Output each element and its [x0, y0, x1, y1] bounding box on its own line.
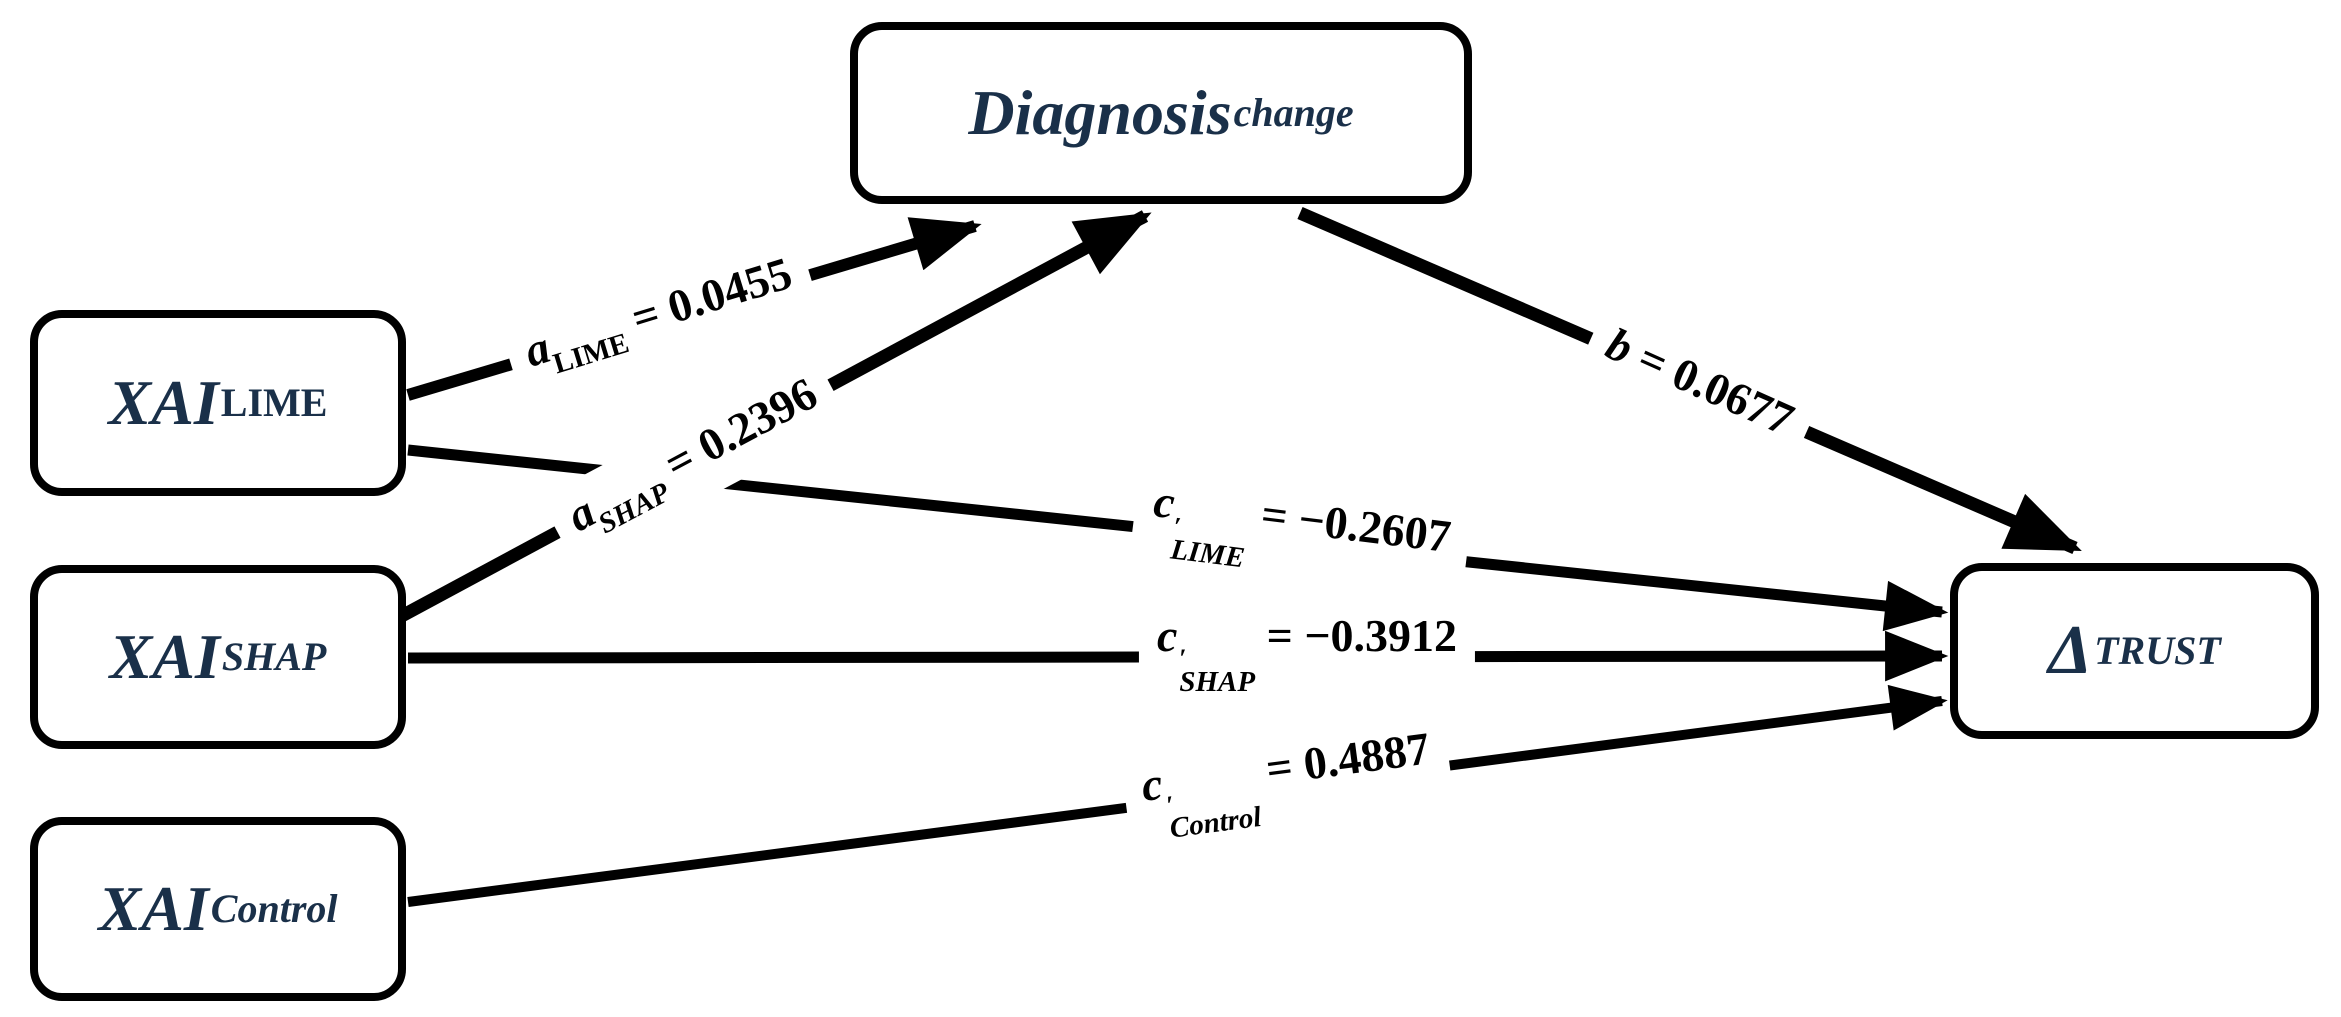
coefficient-value: −0.2607: [1295, 492, 1454, 563]
node-label-subscript: LIME: [220, 380, 328, 425]
node-label-subscript: SHAP: [221, 634, 327, 679]
prime-subscript-stack: ′LIME: [1168, 512, 1249, 575]
prime-mark: ′: [1179, 644, 1187, 673]
node-label: XAI: [98, 873, 209, 944]
coefficient-symbol: c: [1156, 610, 1178, 661]
coefficient-value: −0.3912: [1304, 610, 1458, 661]
coefficient-value: 0.4887: [1300, 722, 1433, 790]
equals-sign: =: [1266, 610, 1293, 661]
path-label-c-prime-shap: c′SHAP = −0.3912: [1138, 603, 1476, 707]
coefficient-symbol: c: [1138, 757, 1166, 811]
node-label: XAI: [108, 367, 219, 438]
node-label-subscript: TRUST: [2094, 628, 2221, 673]
node-label-subscript: change: [1233, 90, 1354, 135]
equals-sign: =: [1630, 331, 1676, 390]
equals-sign: =: [1258, 488, 1291, 543]
prime-subscript-stack: ′SHAP: [1179, 646, 1255, 697]
coefficient-subscript: SHAP: [1179, 666, 1256, 698]
node-label: XAI: [109, 621, 220, 692]
node-label: Δ: [2048, 612, 2093, 689]
coefficient-subscript: LIME: [1168, 533, 1247, 575]
node-label-subscript: Control: [210, 886, 338, 931]
coefficient-symbol: b: [1599, 317, 1641, 374]
prime-subscript-stack: ′Control: [1165, 781, 1263, 844]
equals-sign: =: [625, 287, 666, 344]
node-label: Diagnosis: [968, 77, 1232, 148]
equals-sign: =: [1263, 740, 1296, 795]
